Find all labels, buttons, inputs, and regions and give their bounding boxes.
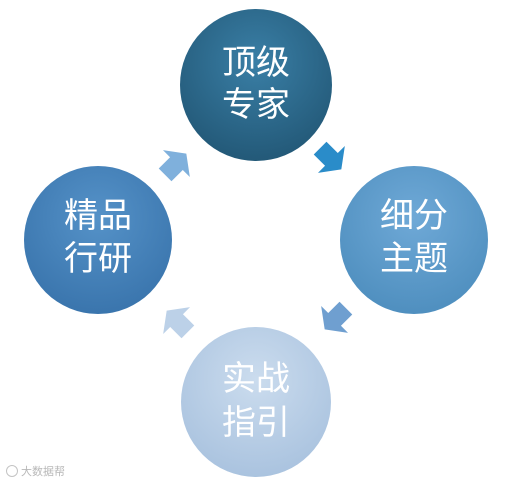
watermark: 大数据帮: [6, 463, 65, 479]
node-top-line2: 专家: [222, 85, 290, 125]
arrow-left-to-top: [158, 150, 190, 182]
arrow-bottom-to-left: [163, 307, 195, 339]
arrow-right-to-bottom: [321, 301, 353, 333]
watermark-text: 大数据帮: [21, 465, 65, 478]
node-right-line2: 主题: [380, 239, 448, 279]
node-left: 精品 行研: [24, 166, 172, 314]
node-top: 顶级 专家: [180, 9, 332, 161]
node-left-line1: 精品: [64, 196, 132, 236]
watermark-logo-icon: [6, 465, 18, 477]
node-right: 细分 主题: [340, 166, 488, 314]
node-top-line1: 顶级: [222, 43, 290, 83]
arrow-top-to-right: [313, 141, 345, 173]
node-right-line1: 细分: [380, 196, 448, 236]
node-bottom-line2: 指引: [222, 403, 290, 443]
node-bottom: 实战 指引: [181, 327, 331, 477]
node-left-line2: 行研: [64, 239, 132, 279]
node-bottom-line1: 实战: [222, 359, 290, 399]
